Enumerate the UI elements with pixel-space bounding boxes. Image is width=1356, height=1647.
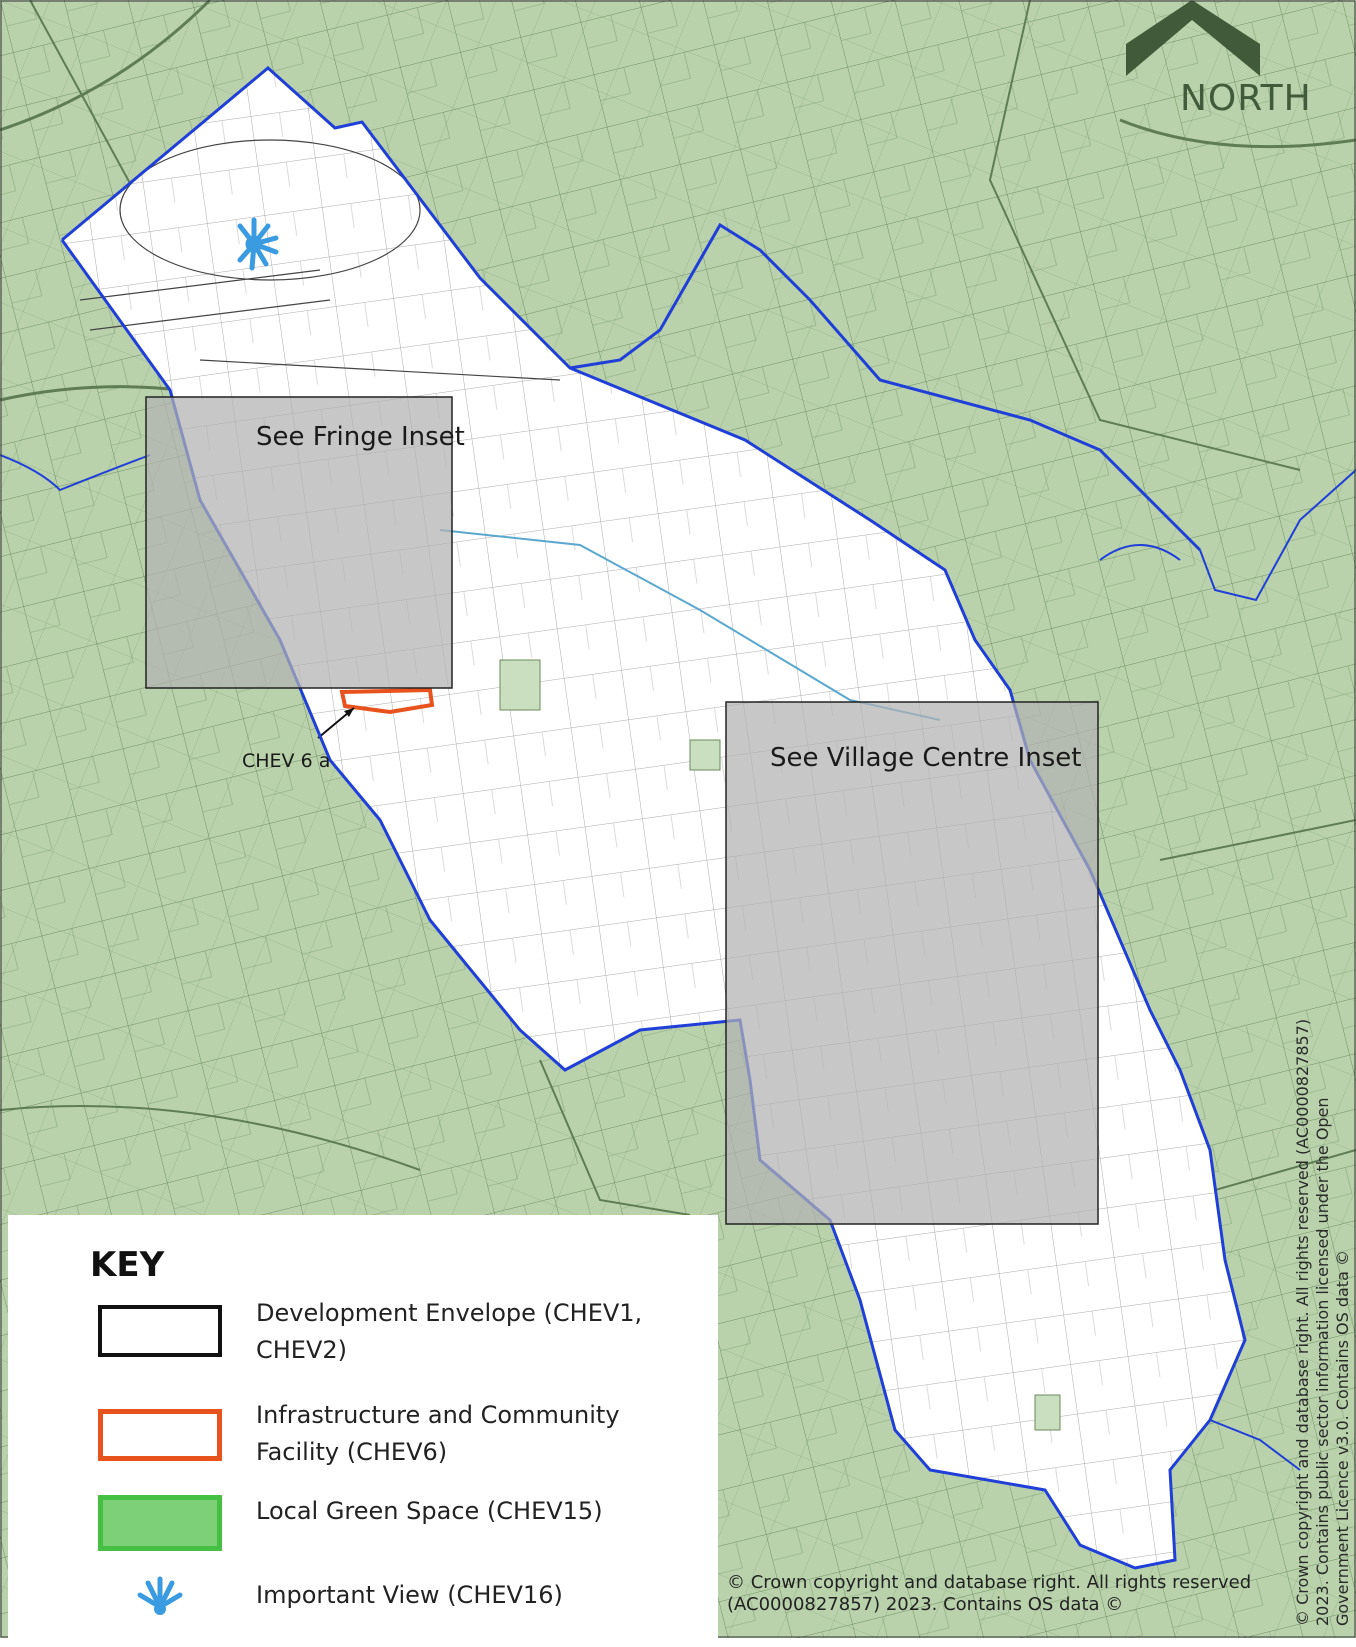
map-key: KEY Development Envelope (CHEV1, CHEV2) … — [8, 1215, 718, 1638]
airfield-runways — [79, 139, 561, 381]
key-item-label: Development Envelope (CHEV1, CHEV2) — [256, 1299, 643, 1364]
fringe-inset-overlay — [145, 396, 453, 689]
chev6a-arrowhead — [344, 708, 354, 717]
key-title: KEY — [90, 1245, 165, 1285]
copyright-notice-vertical: © Crown copyright and database right. Al… — [1293, 1018, 1352, 1626]
local-green-spaces — [499, 659, 1061, 1431]
black-outline-box-icon — [98, 1305, 222, 1357]
parish-boundaries — [0, 66, 1356, 1570]
village-centre-inset-label: See Village Centre Inset — [770, 743, 1082, 773]
key-item-important-view: Important View (CHEV16) — [88, 1567, 708, 1647]
copyright-notice: © Crown copyright and database right. Al… — [727, 1572, 1252, 1615]
north-label: NORTH — [1180, 78, 1312, 119]
north-arrow-icon — [1126, 0, 1260, 76]
village-centre-inset-overlay — [725, 701, 1099, 1225]
infrastructure-site-chev6a — [339, 687, 435, 715]
key-item-local-green-space: Local Green Space (CHEV15) — [88, 1493, 708, 1573]
blue-fan-icon — [137, 1576, 183, 1615]
orange-outline-box-icon — [98, 1409, 222, 1461]
key-item-development-envelope: Development Envelope (CHEV1, CHEV2) — [88, 1295, 708, 1375]
important-view-marker — [237, 217, 279, 271]
green-filled-box-icon — [98, 1495, 222, 1551]
key-item-infrastructure: Infrastructure and Community Facility (C… — [88, 1397, 708, 1477]
fringe-inset-label: See Fringe Inset — [256, 422, 465, 452]
key-item-label: Important View (CHEV16) — [256, 1581, 563, 1609]
chev6a-label: CHEV 6 a — [242, 750, 331, 772]
key-item-label: Local Green Space (CHEV15) — [256, 1497, 603, 1525]
key-item-label: Infrastructure and Community Facility (C… — [256, 1401, 620, 1466]
